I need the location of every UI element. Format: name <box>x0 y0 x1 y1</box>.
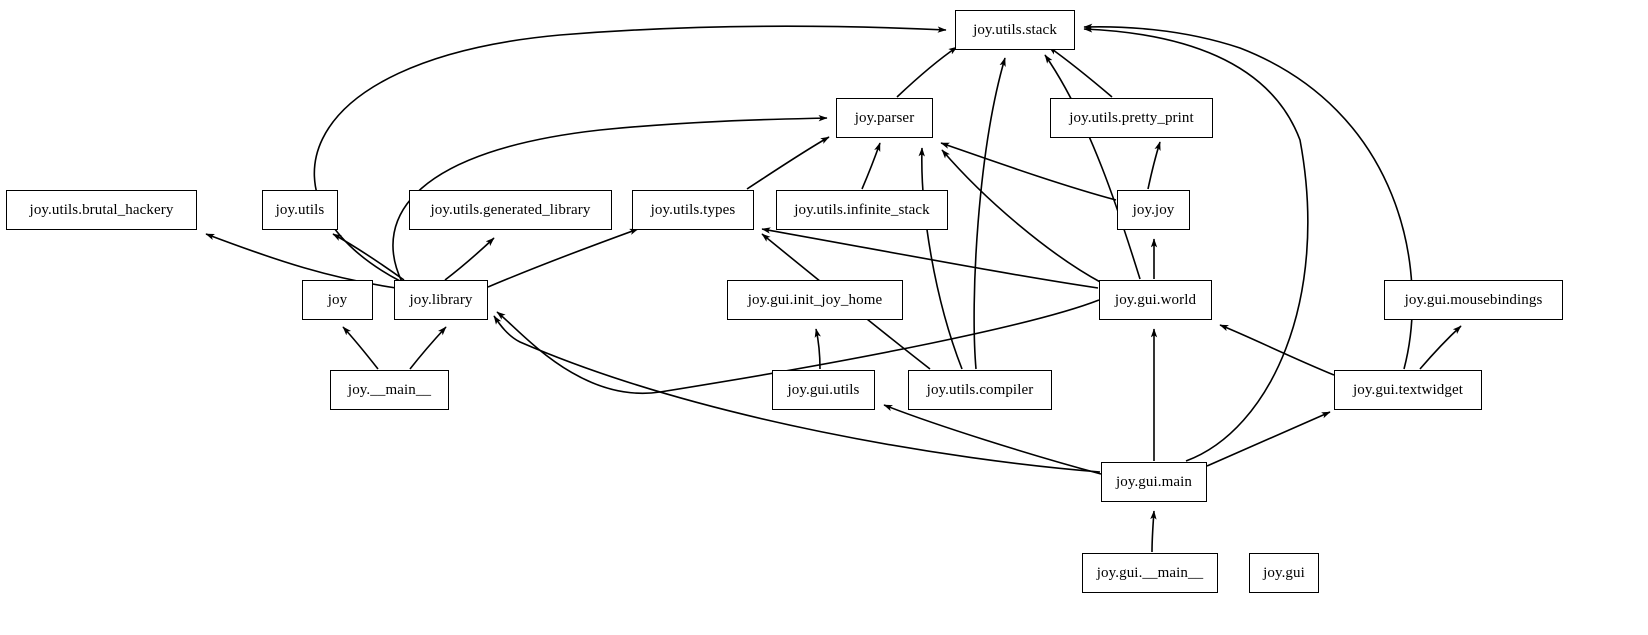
node-joy-gui-mousebindings[interactable]: joy.gui.mousebindings <box>1384 280 1563 320</box>
node-joy-gui[interactable]: joy.gui <box>1249 553 1319 593</box>
node-joy-parser[interactable]: joy.parser <box>836 98 933 138</box>
node-label: joy.gui.utils <box>787 381 860 398</box>
node-label: joy.utils.generated_library <box>430 201 591 218</box>
edge-main-to-joy <box>342 326 379 370</box>
edge-parser-to-stack <box>896 46 958 98</box>
edge-textwidget-to-world <box>1219 324 1335 376</box>
node-joy-dunder-main[interactable]: joy.__main__ <box>330 370 449 410</box>
node-joy-utils-infinite-stack[interactable]: joy.utils.infinite_stack <box>776 190 948 230</box>
edge-compiler-to-parser <box>918 147 963 370</box>
node-label: joy.utils.stack <box>973 21 1057 38</box>
edge-library-to-genlib <box>444 237 495 281</box>
node-joy-gui-main[interactable]: joy.gui.main <box>1101 462 1207 502</box>
node-label: joy.utils.pretty_print <box>1069 109 1194 126</box>
node-joy-library[interactable]: joy.library <box>394 280 488 320</box>
edge-guimain-to-stack <box>1083 26 1309 462</box>
node-label: joy.__main__ <box>347 381 432 398</box>
node-label: joy.parser <box>854 109 915 126</box>
edge-main-to-library <box>409 326 447 370</box>
edge-guiutils-to-initjoyhome <box>814 328 821 370</box>
edge-guimain-to-guiutils <box>883 404 1102 475</box>
edge-library-to-types <box>487 228 639 288</box>
node-joy-utils-compiler[interactable]: joy.utils.compiler <box>908 370 1052 410</box>
node-label: joy.utils.types <box>650 201 736 218</box>
node-joy[interactable]: joy <box>302 280 373 320</box>
node-joy-gui-utils[interactable]: joy.gui.utils <box>772 370 875 410</box>
node-joy-utils[interactable]: joy.utils <box>262 190 338 230</box>
node-label: joy.library <box>409 291 473 308</box>
node-joy-utils-types[interactable]: joy.utils.types <box>632 190 754 230</box>
node-label: joy.gui.init_joy_home <box>747 291 883 308</box>
node-label: joy.utils.compiler <box>926 381 1034 398</box>
node-label: joy.utils <box>275 201 325 218</box>
edge-infinitestack-to-parser <box>861 142 881 190</box>
node-label: joy <box>327 291 348 308</box>
edge-guidundermain-to-guimain <box>1150 510 1157 553</box>
node-joy-utils-generated-library[interactable]: joy.utils.generated_library <box>409 190 612 230</box>
node-label: joy.gui.__main__ <box>1096 564 1204 581</box>
node-joy-utils-stack[interactable]: joy.utils.stack <box>955 10 1075 50</box>
edge-world-to-parser <box>941 149 1103 284</box>
edge-types-to-parser <box>746 136 830 190</box>
edge-prettyprint-to-stack <box>1048 46 1113 98</box>
edge-compiler-to-stack <box>973 57 1006 370</box>
node-label: joy.gui <box>1263 564 1305 581</box>
node-joy-gui-textwidget[interactable]: joy.gui.textwidget <box>1334 370 1482 410</box>
edge-guimain-to-textwidget <box>1206 411 1331 467</box>
edge-library-to-stack <box>313 25 947 282</box>
node-joy-utils-brutal-hackery[interactable]: joy.utils.brutal_hackery <box>6 190 197 230</box>
node-joy-utils-pretty-print[interactable]: joy.utils.pretty_print <box>1050 98 1213 138</box>
node-label: joy.gui.mousebindings <box>1404 291 1543 308</box>
node-joy-gui-world[interactable]: joy.gui.world <box>1099 280 1212 320</box>
node-label: joy.gui.main <box>1115 473 1193 490</box>
node-label: joy.gui.textwidget <box>1353 381 1463 398</box>
edge-textwidget-to-mousebindings <box>1419 325 1462 370</box>
node-joy-gui-init-joy-home[interactable]: joy.gui.init_joy_home <box>727 280 903 320</box>
node-joy-joy[interactable]: joy.joy <box>1117 190 1190 230</box>
node-label: joy.gui.world <box>1114 291 1197 308</box>
node-joy-gui-dunder-main[interactable]: joy.gui.__main__ <box>1082 553 1218 593</box>
edge-library-to-utils <box>332 233 405 281</box>
edge-world-to-stack <box>1044 54 1141 280</box>
node-label: joy.utils.infinite_stack <box>794 201 930 218</box>
edge-joy-to-parser <box>940 142 1117 201</box>
edge-joy-to-prettyprint <box>1147 141 1161 190</box>
node-label: joy.utils.brutal_hackery <box>29 201 174 218</box>
node-label: joy.joy <box>1132 201 1175 218</box>
